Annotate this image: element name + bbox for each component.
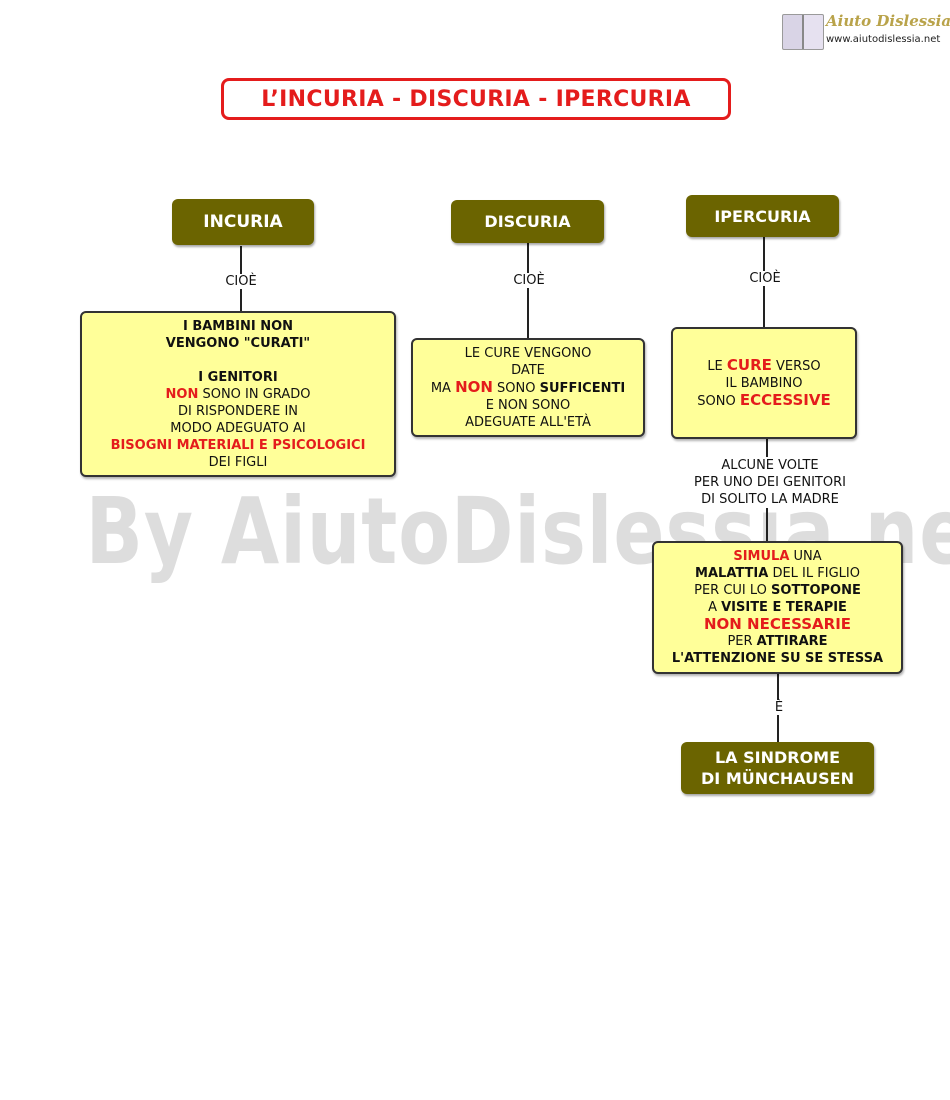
sindrome-line-2: DI MÜNCHAUSEN bbox=[701, 769, 854, 788]
simula-visite: VISITE E TERAPIE bbox=[721, 600, 847, 615]
discuria-description: LE CURE VENGONO DATE MA NON SONO SUFFICE… bbox=[411, 338, 645, 437]
incuria-description: I BAMBINI NON VENGONO "CURATI" I GENITOR… bbox=[80, 311, 396, 477]
simula-sottopone: SOTTOPONE bbox=[771, 583, 861, 598]
discuria-line-2: DATE bbox=[511, 362, 545, 378]
discuria-line-3: MA NON SONO SUFFICENTI bbox=[430, 377, 626, 397]
page-title: L’INCURIA - DISCURIA - IPERCURIA bbox=[221, 78, 731, 120]
simula-word: SIMULA bbox=[733, 549, 790, 564]
discuria-line-5: ADEGUATE ALL'ETÀ bbox=[465, 414, 591, 430]
concept-ipercuria: IPERCURIA bbox=[686, 195, 839, 237]
link-label-cioe-ipercuria: CIOÈ bbox=[740, 271, 790, 286]
discuria-sono: SONO bbox=[492, 380, 540, 396]
simula-line-2: MALATTIA DEL IL FIGLIO bbox=[695, 565, 860, 582]
link-label-cioe-incuria: CIOÈ bbox=[216, 274, 266, 289]
ipercuria-line-2: IL BAMBINO bbox=[725, 375, 803, 391]
incuria-line-7: BISOGNI MATERIALI E PSICOLOGICI bbox=[110, 437, 366, 453]
incuria-line-5: DI RISPONDERE IN bbox=[177, 403, 299, 419]
simula-attirare: ATTIRARE bbox=[756, 634, 828, 649]
simula-line-5: NON NECESSARIE bbox=[703, 615, 852, 633]
incuria-line-8: DEI FIGLI bbox=[208, 454, 268, 470]
link-label-e: È bbox=[767, 700, 791, 715]
sindrome-line-1: LA SINDROME bbox=[714, 748, 841, 767]
ipercuria-eccessive: ECCESSIVE bbox=[739, 390, 831, 409]
discuria-line-1: LE CURE VENGONO bbox=[464, 345, 592, 361]
simula-figlio: DEL IL FIGLIO bbox=[768, 566, 860, 581]
incuria-line-1: I BAMBINI NON bbox=[182, 318, 294, 334]
incuria-line-2: VENGONO "CURATI" bbox=[165, 335, 311, 351]
connector-discuria bbox=[527, 243, 529, 338]
simula-line-1: SIMULA UNA bbox=[733, 548, 821, 565]
concept-incuria: INCURIA bbox=[172, 199, 314, 245]
ipercuria-description: LE CURE VERSO IL BAMBINO SONO ECCESSIVE bbox=[671, 327, 857, 439]
link-label-cioe-discuria: CIOÈ bbox=[504, 273, 554, 288]
logo-url: www.aiutodislessia.net bbox=[826, 34, 941, 45]
incuria-line-4: NON SONO IN GRADO bbox=[166, 386, 311, 403]
simula-una: UNA bbox=[789, 549, 822, 564]
concept-sindrome-munchausen: LA SINDROME DI MÜNCHAUSEN bbox=[681, 742, 874, 794]
ipercuria-line-3: SONO ECCESSIVE bbox=[697, 390, 831, 410]
incuria-line-4-rest: SONO IN GRADO bbox=[198, 386, 311, 402]
incuria-line-6: MODO ADEGUATO AI bbox=[170, 420, 306, 436]
discuria-sufficenti: SUFFICENTI bbox=[539, 380, 626, 396]
logo-title: Aiuto Dislessia bbox=[826, 12, 950, 30]
alcune-line-3: DI SOLITO LA MADRE bbox=[701, 492, 839, 507]
simula-a: A bbox=[708, 600, 722, 615]
book-icon bbox=[782, 14, 824, 50]
ipercuria-line-1: LE CURE VERSO bbox=[707, 355, 821, 375]
simula-description: SIMULA UNA MALATTIA DEL IL FIGLIO PER CU… bbox=[652, 541, 903, 674]
simula-line-7: L'ATTENZIONE SU SE STESSA bbox=[671, 651, 884, 666]
discuria-ma: MA bbox=[430, 380, 456, 396]
concept-discuria: DISCURIA bbox=[451, 200, 604, 243]
link-label-alcune-volte: ALCUNE VOLTE PER UNO DEI GENITORI DI SOL… bbox=[675, 457, 865, 508]
incuria-non: NON bbox=[165, 386, 199, 402]
ipercuria-verso: VERSO bbox=[771, 358, 821, 374]
logo: Aiuto Dislessia www.aiutodislessia.net bbox=[782, 12, 950, 52]
incuria-line-3: I GENITORI bbox=[198, 369, 278, 385]
ipercuria-le: LE bbox=[707, 358, 727, 374]
simula-line-4: A VISITE E TERAPIE bbox=[708, 599, 847, 616]
alcune-line-1: ALCUNE VOLTE bbox=[721, 458, 819, 473]
alcune-line-2: PER UNO DEI GENITORI bbox=[694, 475, 846, 490]
simula-per-cui: PER CUI LO bbox=[694, 583, 772, 598]
simula-malattia: MALATTIA bbox=[695, 566, 769, 581]
discuria-line-4: E NON SONO bbox=[485, 397, 571, 413]
ipercuria-sono: SONO bbox=[697, 393, 740, 409]
simula-line-3: PER CUI LO SOTTOPONE bbox=[694, 582, 861, 599]
ipercuria-cure: CURE bbox=[726, 355, 772, 374]
discuria-non: NON bbox=[455, 377, 493, 396]
simula-per: PER bbox=[727, 634, 757, 649]
simula-line-6: PER ATTIRARE bbox=[727, 633, 827, 650]
